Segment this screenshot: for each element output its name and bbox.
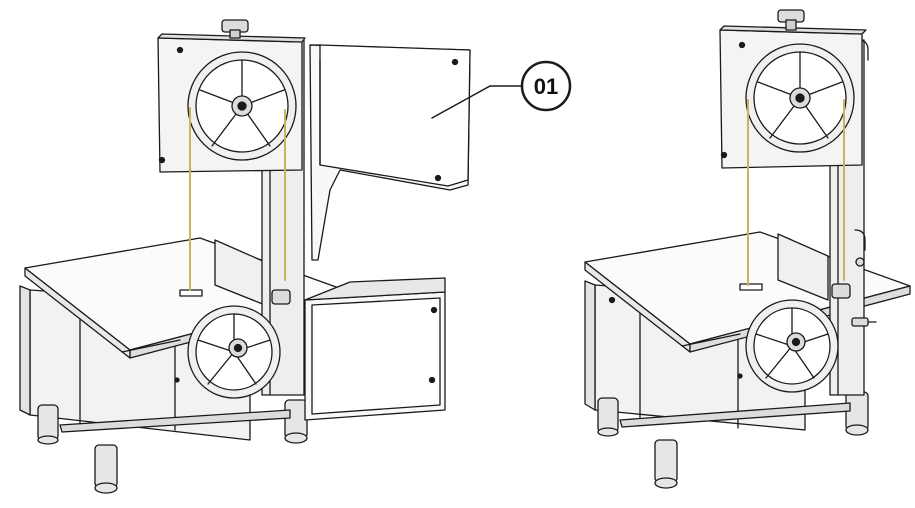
bandsaw-doors-open [19, 19, 471, 494]
left-legs [37, 399, 308, 494]
callout-leader-line [431, 85, 491, 119]
right-lower-wheel [745, 299, 839, 393]
callout-01: 01 [431, 60, 572, 119]
left-lower-wheel [187, 305, 281, 399]
left-upper-wheel [187, 51, 297, 161]
left-lower-door [304, 277, 446, 421]
right-side-bolt [851, 317, 877, 327]
left-upper-door [309, 44, 471, 261]
right-blade [747, 99, 845, 286]
callout-circle [520, 60, 572, 112]
callout-label: 01 [534, 74, 558, 99]
left-blade [189, 107, 286, 291]
right-fence [777, 233, 829, 301]
right-legs [597, 391, 869, 489]
right-upper-wheel [745, 43, 855, 153]
bandsaw-doors-removed [584, 9, 911, 489]
